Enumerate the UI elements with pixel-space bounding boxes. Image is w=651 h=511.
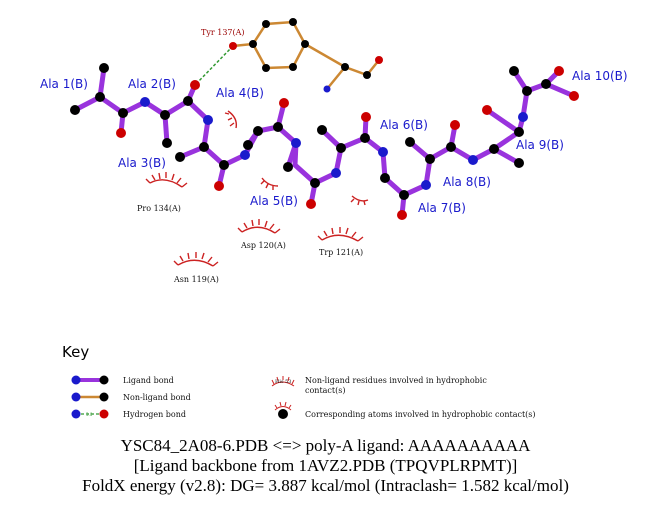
legend-nonligand-hydrophobic-line2: contact(s): [305, 386, 345, 395]
protein-residue-labels: Tyr 137(A) Pro 134(A) Asp 120(A) Trp 121…: [137, 28, 363, 284]
legend-ligand-bond: Ligand bond: [71, 375, 174, 385]
legend-hbond-distance: 3.0: [86, 412, 93, 417]
label-ala10: Ala 10(B): [572, 69, 628, 83]
ligand-residue-labels: Ala 1(B) Ala 2(B) Ala 3(B) Ala 4(B) Ala …: [40, 69, 628, 215]
legend: Key Ligand bond Non-ligand bond 3.0 Hydr…: [62, 343, 536, 419]
legend-title: Key: [62, 343, 89, 361]
label-tyr137: Tyr 137(A): [201, 28, 245, 37]
atom-contact-arc-2: [260, 177, 279, 190]
legend-ligand-bond-label: Ligand bond: [123, 376, 174, 385]
label-trp121: Trp 121(A): [319, 248, 363, 257]
label-ala3: Ala 3(B): [118, 156, 166, 170]
legend-nonligand-bond-label: Non-ligand bond: [123, 393, 191, 402]
hydrophobic-arc-pro134: [145, 172, 188, 188]
hydrophobic-arc-asn119: [173, 252, 219, 267]
legend-nonligand-hydrophobic: His 53 Non-ligand residues involved in h…: [271, 376, 487, 395]
hydrophobic-arcs: [145, 110, 369, 267]
label-pro134: Pro 134(A): [137, 204, 181, 213]
legend-corresponding-atoms-label: Corresponding atoms involved in hydropho…: [305, 410, 536, 419]
legend-hydrogen-bond-label: Hydrogen bond: [123, 410, 186, 419]
caption-line-2: [Ligand backbone from 1AVZ2.PDB (TPQVPLR…: [133, 456, 518, 475]
label-ala7: Ala 7(B): [418, 201, 466, 215]
hydrophobic-arc-asp120: [237, 219, 281, 234]
legend-hydrogen-bond: 3.0 Hydrogen bond: [71, 409, 186, 419]
hydrogen-bond: [194, 45, 234, 86]
atoms: [70, 18, 579, 220]
label-ala2: Ala 2(B): [128, 77, 176, 91]
nonligand-bonds: [231, 20, 381, 91]
caption-line-1: YSC84_2A08-6.PDB <=> poly-A ligand: AAAA…: [120, 436, 531, 455]
atom-contact-arc-1: [224, 110, 238, 129]
label-ala5: Ala 5(B): [250, 194, 298, 208]
label-ala9: Ala 9(B): [516, 138, 564, 152]
hydrophobic-arc-trp121: [317, 227, 364, 242]
label-ala4: Ala 4(B): [216, 86, 264, 100]
label-asn119: Asn 119(A): [173, 275, 219, 284]
legend-nonligand-bond: Non-ligand bond: [71, 392, 191, 402]
label-ala6: Ala 6(B): [380, 118, 428, 132]
caption-line-3: FoldX energy (v2.8): DG= 3.887 kcal/mol …: [82, 476, 569, 495]
label-ala1: Ala 1(B): [40, 77, 88, 91]
atom-contact-arc-3: [350, 195, 369, 206]
legend-his-label: His 53: [275, 379, 291, 385]
label-ala8: Ala 8(B): [443, 175, 491, 189]
legend-corresponding-atoms: Corresponding atoms involved in hydropho…: [274, 401, 536, 419]
label-asp120: Asp 120(A): [240, 241, 286, 250]
legend-nonligand-hydrophobic-line1: Non-ligand residues involved in hydropho…: [305, 376, 487, 385]
